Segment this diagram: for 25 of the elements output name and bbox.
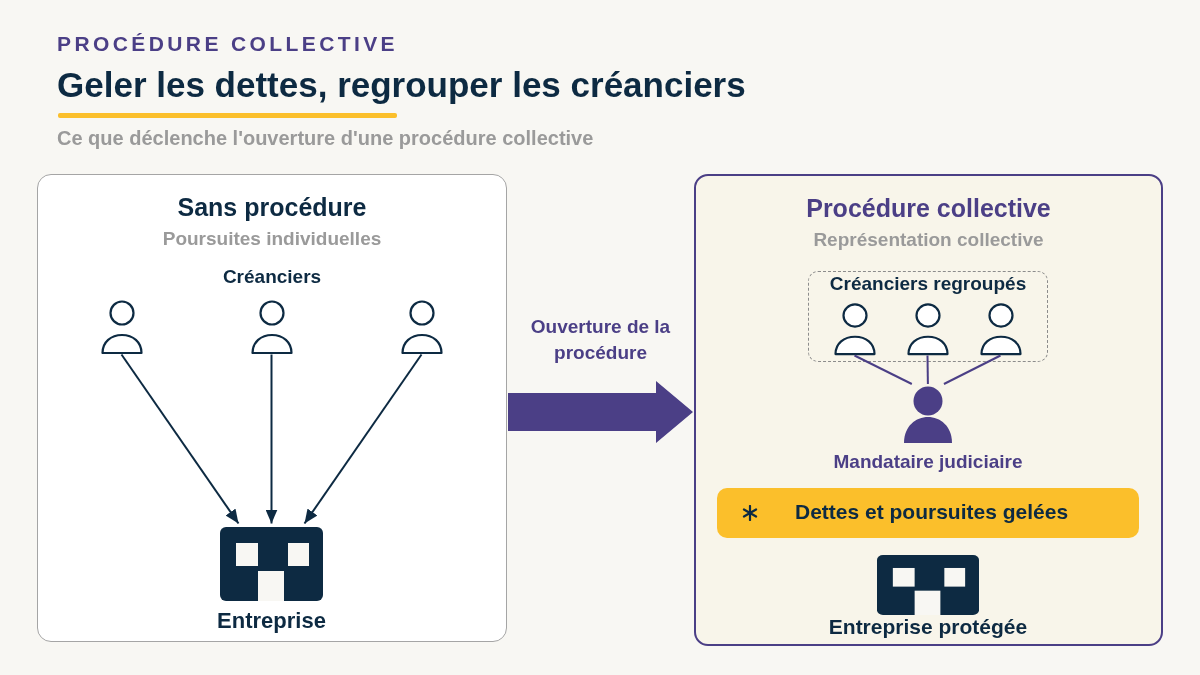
panel-heading: Procédure collective [806,193,1051,223]
arrow [265,353,278,525]
kicker-text: PROCÉDURE COLLECTIVE [57,32,399,57]
group-label: Créanciers regroupés [829,273,1027,295]
group-box [808,271,1048,362]
arrow [120,353,240,525]
connector-line [942,354,1002,385]
panel-subtitle: Poursuites individuelles [162,227,382,250]
subtitle-text: Ce que déclenche l'ouverture d'une procédure collective [57,127,594,150]
connector-line [926,354,929,385]
title-text: Geler les dettes, regrouper les créanciers [57,65,746,106]
node-label: Mandataire judiciaire [833,451,1023,473]
block-arrow [508,381,693,443]
panel [694,174,1163,646]
panel-subtitle: Représentation collective [813,228,1044,251]
panel-heading: Sans procédure [177,192,367,222]
node-label: Entreprise [217,607,326,633]
node-label: Entreprise protégée [828,615,1028,640]
edge-label: Ouverture de la procédure [529,314,672,366]
panel [37,174,507,642]
connector-line [853,354,913,385]
group-label: Créanciers [222,266,322,288]
status-band [717,488,1139,538]
band-text: Dettes et poursuites gelées [795,500,1069,525]
arrow [303,353,423,525]
